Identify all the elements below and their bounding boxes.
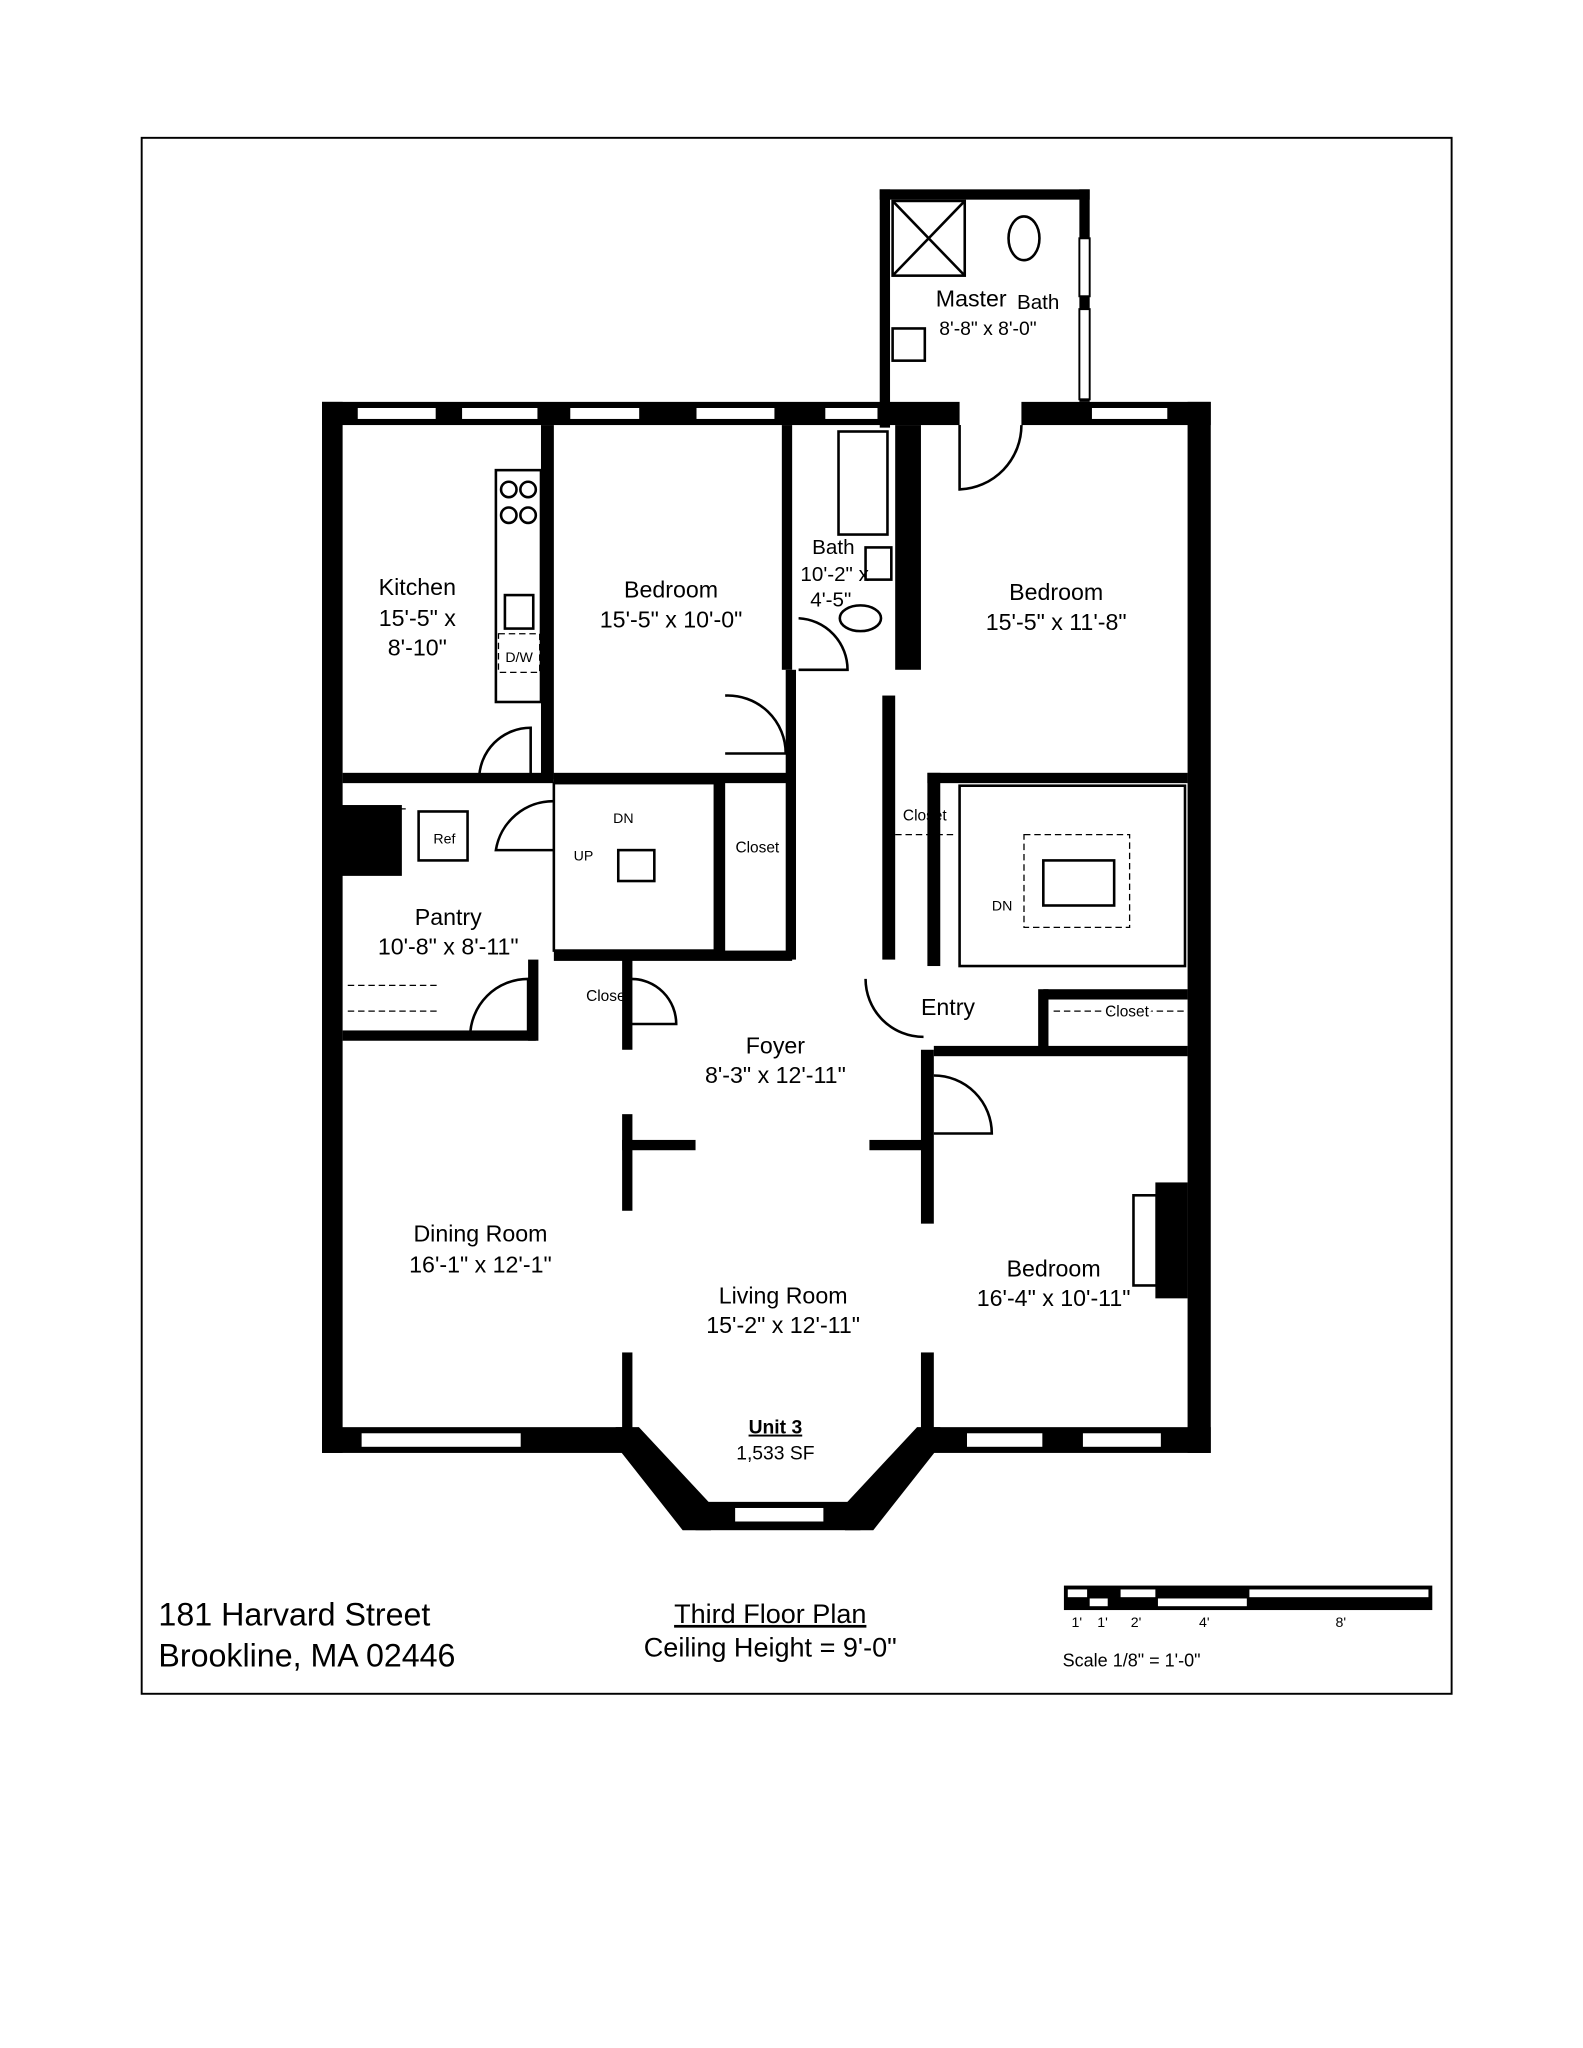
pantry-label: Pantry	[415, 904, 482, 930]
bedroom3-dims: 16'-4" x 10'-11"	[977, 1285, 1131, 1311]
bedroom2-label: Bedroom	[1009, 579, 1103, 605]
dining-label: Dining Room	[413, 1221, 547, 1247]
master-bath-label-b: Bath	[1017, 291, 1059, 314]
ceiling-height: Ceiling Height = 9'-0"	[644, 1632, 897, 1662]
bath-dims-b: 4'-5"	[810, 589, 851, 612]
room-labels: Master Bath 8'-8" x 8'-0" Kitchen 15'-5"…	[378, 286, 1152, 1465]
living-dims: 15'-2" x 12'-11"	[706, 1312, 860, 1338]
scale-text: Scale 1/8" = 1'-0"	[1063, 1651, 1201, 1671]
closet-label: Closet	[735, 840, 779, 857]
scale-bar: 1' 1' 2' 4' 8' Scale 1/8" = 1'-0"	[1063, 1585, 1433, 1671]
plan-title: Third Floor Plan	[674, 1599, 866, 1629]
bath-label: Bath	[812, 536, 854, 559]
foyer-dims: 8'-3" x 12'-11"	[705, 1062, 846, 1088]
stair-dn-label: DN	[992, 899, 1012, 915]
bedroom1-label: Bedroom	[624, 577, 718, 603]
scale-tick: 2'	[1131, 1615, 1142, 1631]
scale-tick: 8'	[1336, 1615, 1347, 1631]
scale-tick: 4'	[1199, 1615, 1210, 1631]
master-bath-dims: 8'-8" x 8'-0"	[939, 319, 1036, 340]
closet-label: Closet	[1105, 1003, 1149, 1020]
bedroom3-label: Bedroom	[1007, 1255, 1101, 1281]
dining-dims: 16'-1" x 12'-1"	[409, 1252, 552, 1278]
stair-dn-label: DN	[613, 811, 633, 827]
fixtures	[347, 199, 1187, 1135]
entry-label: Entry	[921, 994, 975, 1020]
foyer-label: Foyer	[746, 1033, 806, 1059]
scale-tick: 1'	[1072, 1615, 1083, 1631]
walls	[322, 189, 1211, 1531]
closet-label: Closet	[903, 807, 947, 824]
bedroom2-dims: 15'-5" x 11'-8"	[986, 609, 1127, 635]
living-label: Living Room	[719, 1283, 848, 1309]
kitchen-dims-a: 15'-5" x	[379, 605, 456, 631]
ref-label: Ref	[433, 832, 455, 848]
master-bath-label: Master	[936, 286, 1007, 312]
stair-up-label: UP	[574, 848, 594, 864]
bedroom1-dims: 15'-5" x 10'-0"	[600, 606, 743, 632]
dw-label: D/W	[505, 650, 533, 666]
pantry-dims: 10'-8" x 8'-11"	[378, 933, 519, 959]
unit-area: 1,533 SF	[736, 1443, 815, 1464]
kitchen-label: Kitchen	[379, 574, 456, 600]
closet-label: Closet	[586, 988, 630, 1005]
address-line2: Brookline, MA 02446	[158, 1638, 455, 1674]
unit-name: Unit 3	[749, 1418, 803, 1439]
title-block: 181 Harvard Street Brookline, MA 02446 T…	[158, 1597, 896, 1674]
address-line1: 181 Harvard Street	[158, 1597, 430, 1633]
kitchen-dims-b: 8'-10"	[388, 635, 447, 661]
scale-tick: 1'	[1097, 1615, 1108, 1631]
page-border	[140, 136, 1453, 1695]
bath-dims-a: 10'-2" x	[800, 563, 869, 586]
